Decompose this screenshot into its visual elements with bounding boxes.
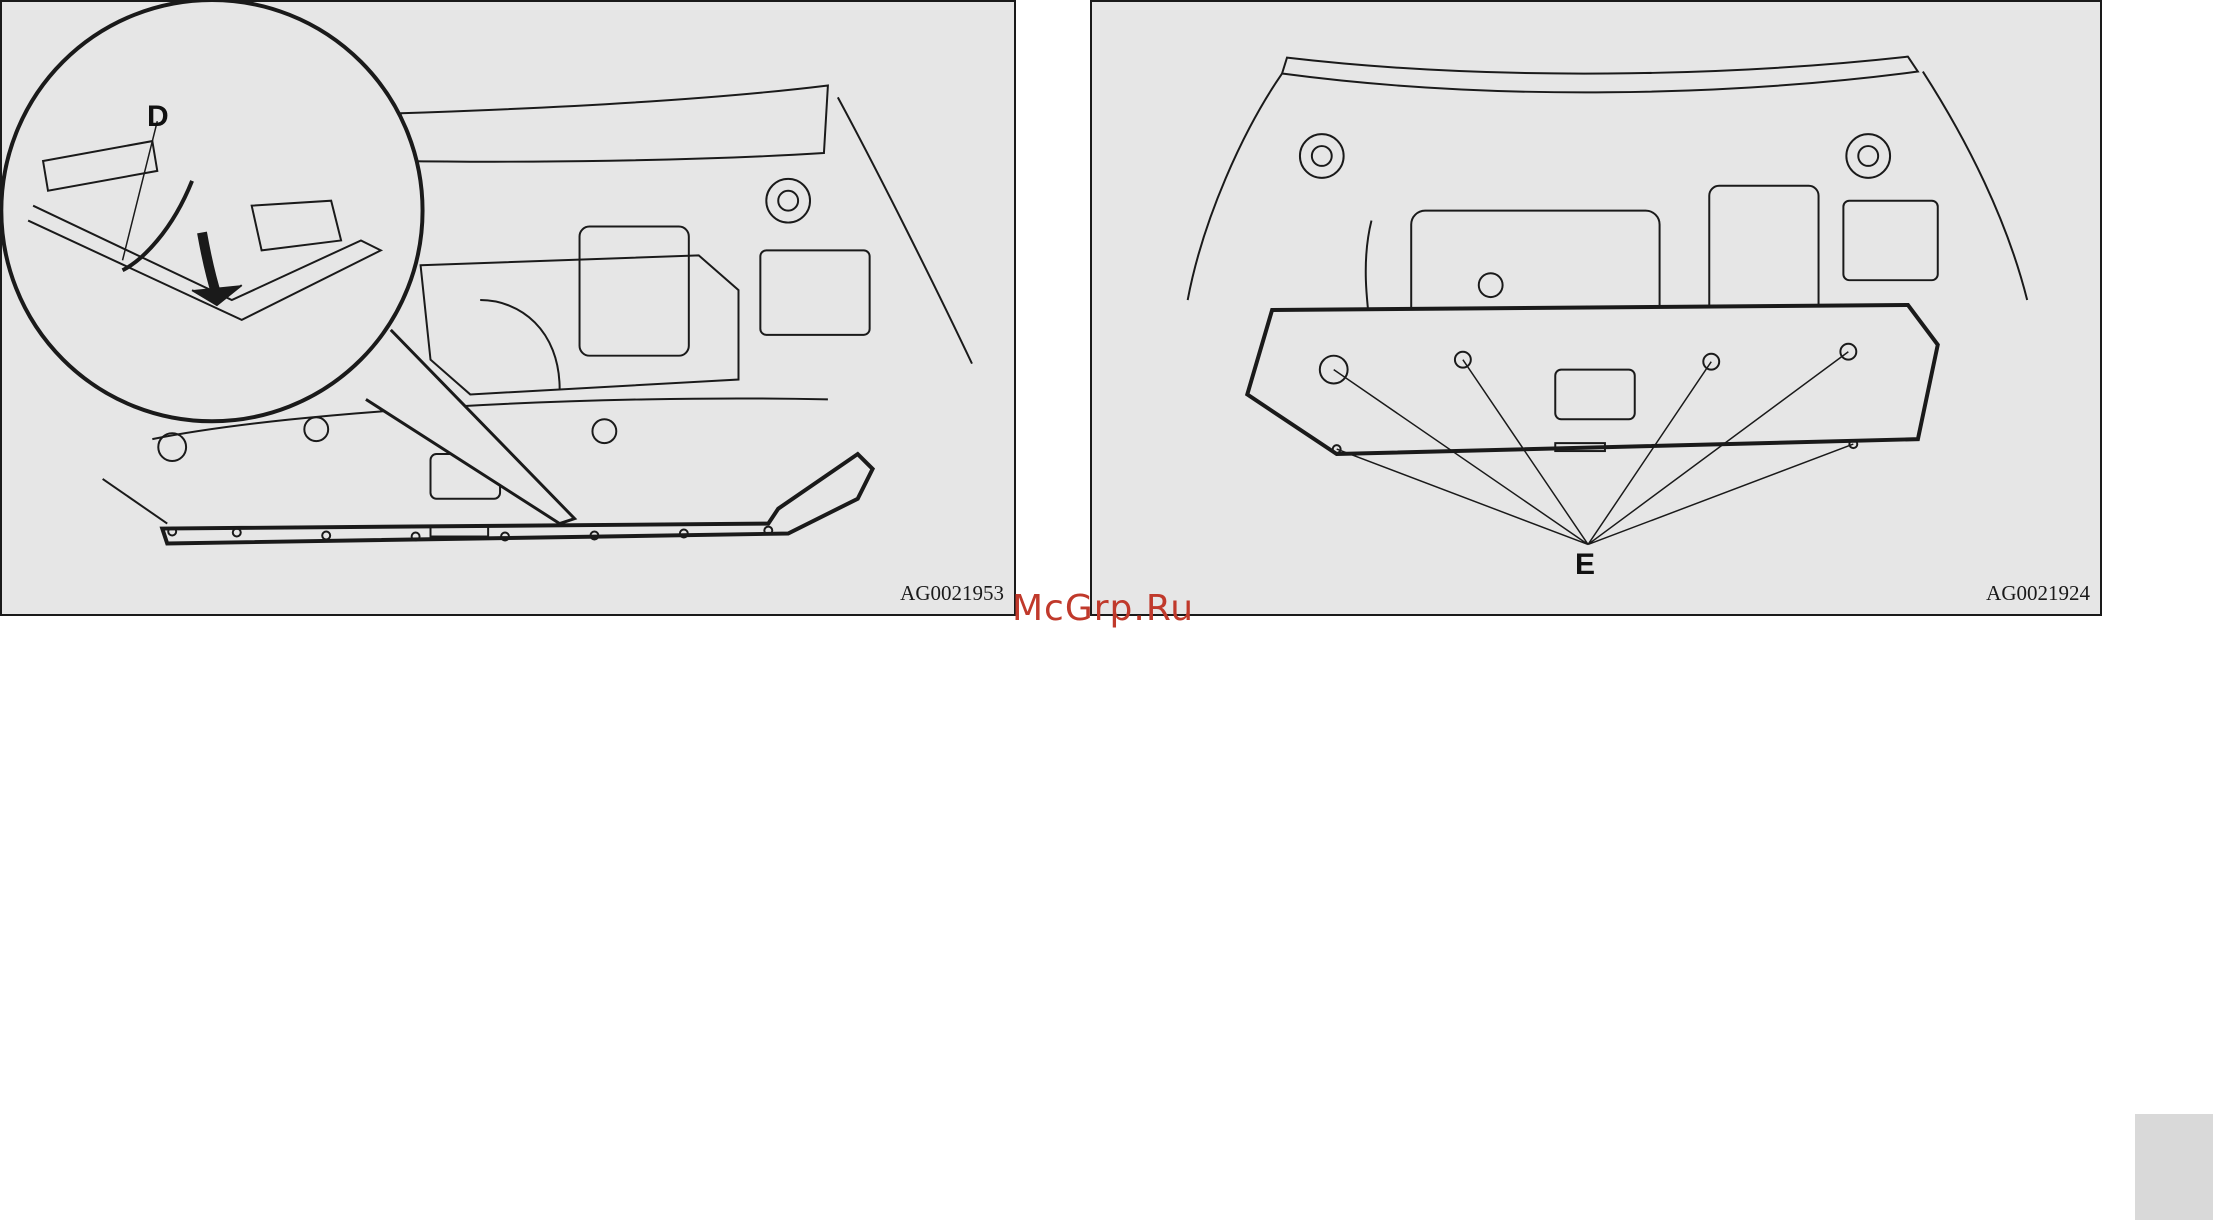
engine-bay-drawing-right <box>1092 2 2100 614</box>
page-tab <box>2135 1114 2213 1220</box>
watermark: McGrp.Ru <box>1012 588 1194 629</box>
callout-d: D <box>147 100 169 134</box>
figure-code-right: AG0021924 <box>1986 581 2090 606</box>
engine-bay-drawing-left <box>2 2 1014 614</box>
callout-e: E <box>1575 548 1595 582</box>
figure-right-engine-cover: E AG0021924 <box>1090 0 2102 616</box>
figure-left-engine-cover: D AG0021953 <box>0 0 1016 616</box>
figure-code-left: AG0021953 <box>900 581 1004 606</box>
